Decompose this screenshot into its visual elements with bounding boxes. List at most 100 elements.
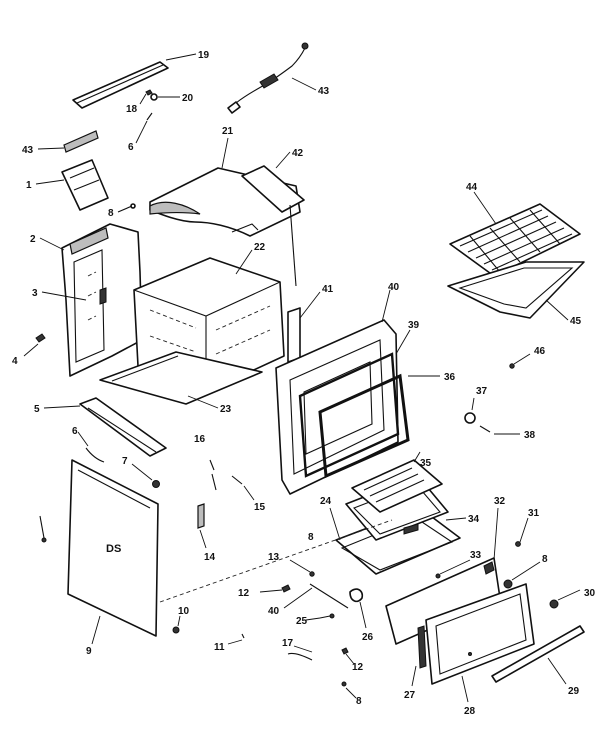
screw-part-8-right (503, 561, 541, 589)
screw-part-13 (289, 559, 315, 577)
screw-part-10 (172, 615, 181, 634)
label-1: 1 (26, 180, 32, 191)
knob-part-8-far-right (549, 589, 581, 609)
screw-part-16 (209, 459, 217, 491)
clip-part-38 (479, 425, 520, 435)
label-4: 4 (12, 356, 18, 367)
label-46: 46 (534, 346, 546, 357)
knob-part-7 (131, 463, 160, 488)
label-13: 13 (268, 552, 280, 563)
label-14: 14 (204, 552, 216, 563)
cord-part-43 (227, 42, 317, 114)
label-22: 22 (254, 242, 266, 253)
screw-part-11 (227, 633, 245, 645)
top-trim-part-19 (72, 53, 197, 109)
label-15: 15 (254, 502, 266, 513)
label-20: 20 (182, 93, 194, 104)
label-8-bottom: 8 (356, 696, 362, 707)
screw-part-12-upper (259, 584, 291, 593)
label-9: 9 (86, 646, 92, 657)
label-43-left: 43 (22, 145, 34, 156)
label-21: 21 (222, 126, 234, 137)
broiler-pan-part-35 (351, 451, 443, 513)
label-40-top: 40 (388, 282, 400, 293)
label-29: 29 (568, 686, 580, 697)
label-34: 34 (468, 514, 480, 525)
label-39: 39 (408, 320, 420, 331)
label-38: 38 (524, 430, 536, 441)
label-10: 10 (178, 606, 190, 617)
label-25: 25 (296, 616, 308, 627)
spring-part-17 (287, 645, 313, 661)
spring-part-25 (305, 613, 335, 621)
label-28: 28 (464, 706, 476, 717)
handle-part-29 (491, 625, 585, 685)
clip-part-46 (509, 353, 531, 369)
screw-part-12-lower (341, 647, 355, 665)
label-6-lower: 6 (72, 426, 78, 437)
label-2: 2 (30, 234, 36, 245)
label-32: 32 (494, 496, 506, 507)
knob-part-37 (464, 397, 476, 424)
broil-pan-part-45 (447, 261, 585, 321)
panel-mark: DS (106, 543, 121, 555)
label-8-mid: 8 (308, 532, 314, 543)
label-12-lower: 12 (352, 662, 364, 673)
label-30: 30 (584, 588, 596, 599)
label-43-top: 43 (318, 86, 330, 97)
bolt-part-8-left (117, 203, 136, 213)
label-3: 3 (32, 288, 38, 299)
side-assembly-part-2 (39, 223, 143, 377)
label-24: 24 (320, 496, 332, 507)
screw-part-8-lower-left (39, 515, 47, 543)
door-panel-part-30 (425, 583, 535, 703)
clip-part-26 (349, 588, 367, 629)
label-40-lower: 40 (268, 606, 280, 617)
hinge-part-27 (411, 625, 427, 687)
label-23: 23 (220, 404, 232, 415)
screw-part-6-top (135, 112, 153, 144)
kick-plate-part-5 (43, 397, 167, 457)
label-8-right: 8 (542, 554, 548, 565)
screw-part-8-bottom (341, 681, 357, 699)
label-18: 18 (126, 104, 138, 115)
rod-part-40 (283, 583, 349, 609)
label-5: 5 (34, 404, 40, 415)
label-35: 35 (420, 458, 432, 469)
hinge-part-6 (77, 431, 105, 463)
label-41: 41 (322, 284, 334, 295)
label-26: 26 (362, 632, 374, 643)
lower-panel-part-9 (67, 459, 159, 645)
label-12-upper: 12 (238, 588, 250, 599)
spring-part-15 (231, 475, 255, 501)
label-7: 7 (122, 456, 128, 467)
label-37: 37 (476, 386, 488, 397)
broil-rack-part-44 (449, 191, 581, 277)
bracket-part-14 (197, 503, 207, 549)
gasket-part-39 (298, 329, 411, 478)
bracket-part-43 (37, 130, 99, 153)
label-8-left: 8 (108, 208, 114, 219)
label-6-top: 6 (128, 142, 134, 153)
label-45: 45 (570, 316, 582, 327)
label-42: 42 (292, 148, 304, 159)
label-36: 36 (444, 372, 456, 383)
side-panel-part-1 (35, 159, 109, 211)
label-11: 11 (214, 642, 225, 653)
label-19: 19 (198, 50, 210, 61)
clip-part-33 (435, 559, 471, 579)
screw-part-31 (515, 517, 529, 547)
screw-part-18 (139, 89, 153, 105)
label-33: 33 (470, 550, 482, 561)
label-17: 17 (282, 638, 294, 649)
door-frame-part-40 (275, 289, 399, 495)
label-27: 27 (404, 690, 416, 701)
clip-part-20 (150, 93, 180, 101)
label-31: 31 (528, 508, 540, 519)
label-16: 16 (194, 434, 206, 445)
screw-part-4 (23, 333, 46, 357)
gasket-part-36 (318, 373, 440, 479)
oven-bottom-part-23 (99, 351, 263, 409)
rear-panel-part-42 (241, 151, 305, 287)
